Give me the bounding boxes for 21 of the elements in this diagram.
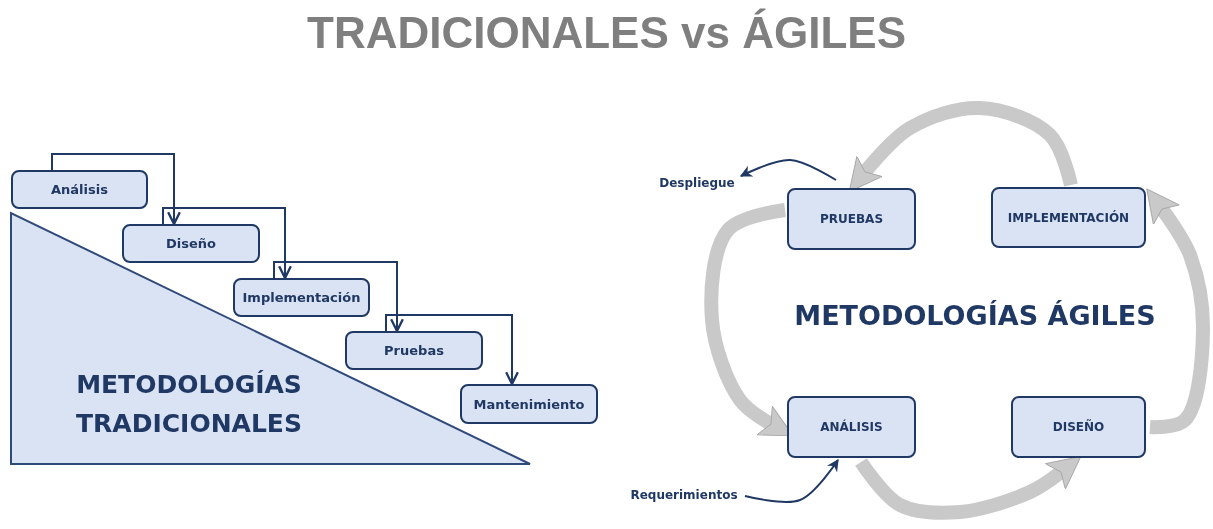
arrow	[744, 459, 839, 503]
title: TRADICIONALES vs ÁGILES	[306, 8, 907, 58]
cycle-arrow	[855, 456, 1082, 520]
annotation-text: Requerimientos	[630, 488, 738, 502]
panel-heading: METODOLOGÍAS TRADICIONALES	[75, 369, 303, 440]
process-box: Implementación	[233, 278, 370, 317]
process-box: PRUEBAS	[787, 188, 916, 250]
process-box: Análisis	[11, 170, 148, 209]
process-box: ANÁLISIS	[787, 396, 916, 458]
annotation-text: Despliegue	[659, 176, 735, 190]
arrow	[739, 159, 837, 181]
center-heading: METODOLOGÍAS ÁGILES	[793, 300, 1157, 331]
process-box: Diseño	[122, 224, 260, 263]
process-box: Mantenimiento	[460, 384, 598, 424]
arrow	[162, 207, 292, 280]
arrow	[273, 261, 404, 333]
arrow	[51, 153, 181, 226]
process-box: Pruebas	[345, 331, 483, 370]
arrow	[385, 314, 519, 386]
process-box: IMPLEMENTACIÓN	[991, 187, 1146, 248]
process-box: DISEÑO	[1011, 396, 1146, 458]
